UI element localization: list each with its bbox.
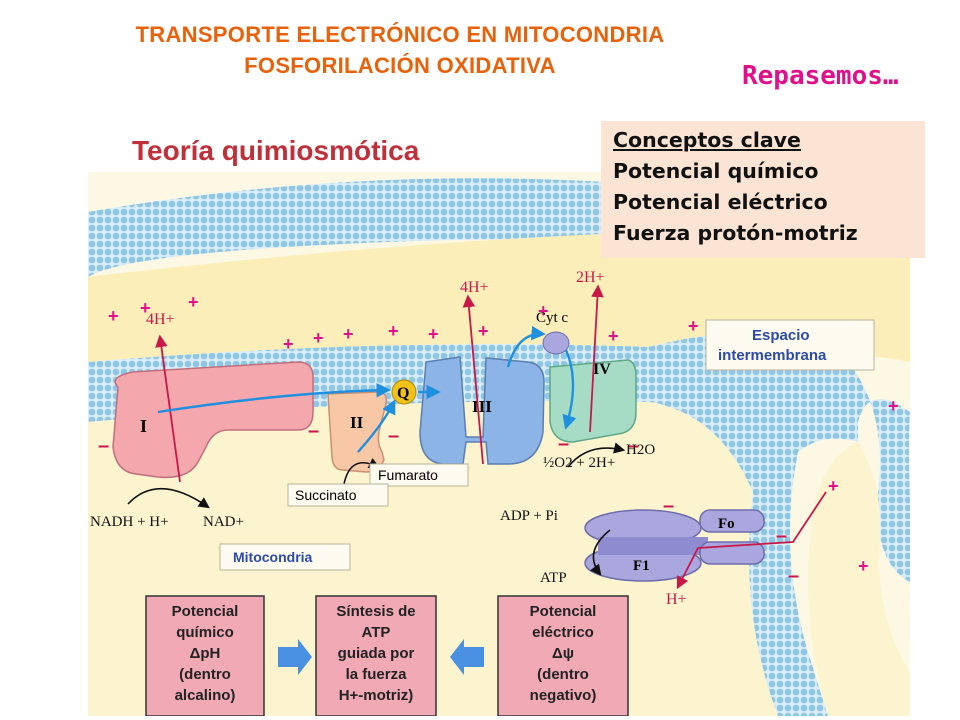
svg-text:+: + <box>283 334 294 354</box>
svg-text:+: + <box>108 306 119 326</box>
atp-synthesis-box: Síntesis de ATP guiada por la fuerza H+-… <box>315 595 437 716</box>
left-box-line4: (dentro <box>179 666 231 683</box>
complex-iii-label: III <box>472 397 492 416</box>
complex-i: I <box>112 361 314 479</box>
atp-label: ATP <box>540 570 567 586</box>
electrical-potential-box: Potencial eléctrico Δψ (dentro negativo) <box>497 595 629 716</box>
concept-item: Potencial eléctrico <box>613 190 828 214</box>
slide-title-line2: FOSFORILACIÓN OXIDATIVA <box>244 53 556 78</box>
concept-item: Fuerza protón-motriz <box>613 221 858 245</box>
diagram-heading: Teoría quimiosmótica <box>132 135 420 166</box>
fo-label: Fo <box>718 516 735 532</box>
cytochrome-c: Cyt c <box>536 310 570 355</box>
svg-text:+: + <box>188 292 199 312</box>
o2-label: ½O2 + 2H+ <box>543 455 615 471</box>
center-box-line1: Síntesis de <box>336 603 415 620</box>
concept-item: Potencial químico <box>613 159 819 183</box>
right-box-line1: Potencial <box>530 603 597 620</box>
h-plus-complex-iii: 4H+ <box>460 279 489 296</box>
svg-text:–: – <box>628 435 639 457</box>
svg-text:–: – <box>98 435 109 457</box>
intermembrane-label-line2: intermembrana <box>718 347 827 364</box>
complex-i-label: I <box>140 416 147 436</box>
svg-text:+: + <box>140 298 151 318</box>
center-box-line2: ATP <box>362 624 391 641</box>
cyt-c-label: Cyt c <box>536 310 568 326</box>
ubiquinone-q: Q <box>391 379 417 405</box>
h2o-label: H2O <box>626 442 655 458</box>
slide-subtitle: Repasemos… <box>742 61 899 91</box>
svg-text:–: – <box>558 433 569 455</box>
svg-text:–: – <box>663 495 674 517</box>
q-label: Q <box>397 385 409 402</box>
intermembrane-label-line1: Espacio <box>752 327 810 344</box>
right-box-line5: negativo) <box>530 687 597 704</box>
slide-title-line1: TRANSPORTE ELECTRÓNICO EN MITOCONDRIA <box>135 22 665 47</box>
svg-text:+: + <box>388 321 399 341</box>
complex-iv-label: IV <box>593 361 611 378</box>
succinato-box: Succinato <box>287 483 389 507</box>
h-plus-atp-synthase: H+ <box>666 591 687 608</box>
electron-flow-arrows <box>157 325 577 453</box>
key-concepts-header: Conceptos clave <box>613 128 801 152</box>
center-box-line4: la fuerza <box>346 666 408 683</box>
intermembrane-space <box>88 229 910 362</box>
svg-text:+: + <box>428 324 439 344</box>
h-plus-complex-iv: 2H+ <box>576 269 605 286</box>
nadh-label: NADH + H+ <box>90 514 169 530</box>
svg-text:+: + <box>688 316 699 336</box>
right-box-line2: eléctrico <box>532 624 594 641</box>
svg-text:+: + <box>343 324 354 344</box>
right-box-line3: Δψ <box>552 645 574 662</box>
right-box-line4: (dentro <box>537 666 589 683</box>
center-box-line3: guiada por <box>338 645 415 662</box>
key-concepts-box: Conceptos clave Potencial químico Potenc… <box>601 121 925 258</box>
matrix-fold <box>808 442 910 716</box>
fumarato-label: Fumarato <box>378 467 438 483</box>
svg-text:–: – <box>776 525 787 547</box>
svg-text:+: + <box>828 476 839 496</box>
succinato-label: Succinato <box>295 487 357 503</box>
mitochondria-box: Mitocondria <box>219 543 351 571</box>
left-box-line5: alcalino) <box>175 687 236 704</box>
left-box-line2: químico <box>176 624 234 641</box>
svg-text:–: – <box>388 425 399 447</box>
chemiosmotic-diagram: Teoría quimiosmótica ++++ ++++ ++++ ++++… <box>88 135 910 716</box>
intermembrane-box: Espacio intermembrana <box>705 319 875 371</box>
chemical-potential-box: Potencial químico ΔpH (dentro alcalino) <box>145 595 265 716</box>
svg-text:+: + <box>313 328 324 348</box>
fumarato-box: Fumarato <box>369 463 469 487</box>
center-box-line5: H+-motriz) <box>339 687 414 704</box>
svg-text:+: + <box>538 301 549 321</box>
box-connector-arrows <box>278 639 484 675</box>
complex-ii: II <box>327 391 388 473</box>
h-plus-complex-i: 4H+ <box>146 311 175 328</box>
svg-text:–: – <box>308 420 319 442</box>
svg-text:–: – <box>788 565 799 587</box>
mitochondria-label: Mitocondria <box>233 549 313 565</box>
nad-label: NAD+ <box>203 514 244 530</box>
adp-label: ADP + Pi <box>500 508 558 524</box>
complex-ii-label: II <box>350 413 364 432</box>
svg-text:+: + <box>478 321 489 341</box>
atp-synthase: Fo F1 <box>584 509 765 582</box>
svg-text:+: + <box>888 396 899 416</box>
svg-text:+: + <box>858 556 869 576</box>
f1-label: F1 <box>633 558 650 574</box>
left-box-line3: ΔpH <box>190 645 221 662</box>
left-box-line1: Potencial <box>172 603 239 620</box>
svg-text:+: + <box>608 326 619 346</box>
